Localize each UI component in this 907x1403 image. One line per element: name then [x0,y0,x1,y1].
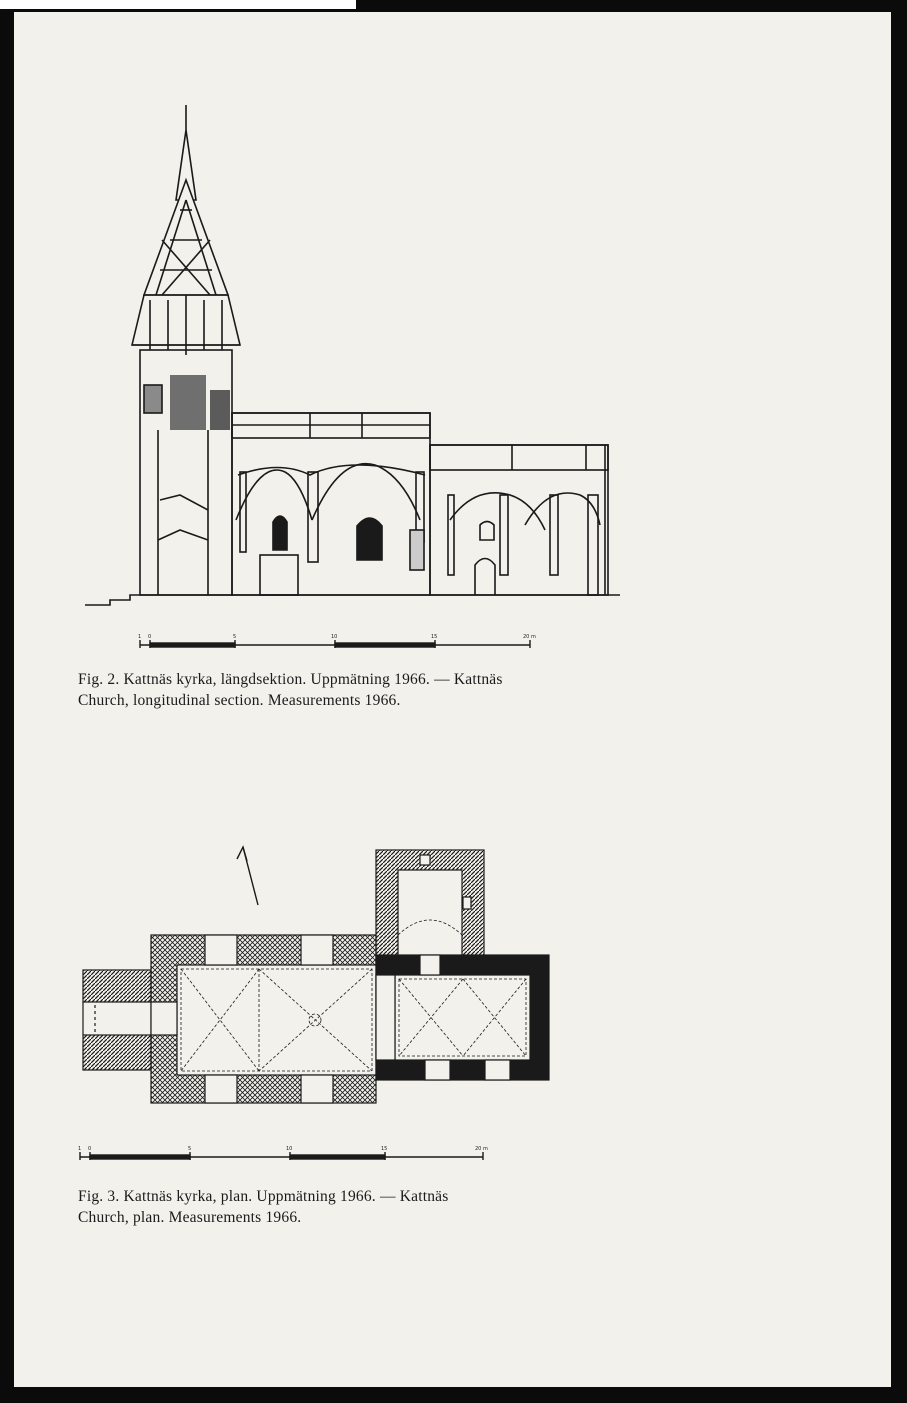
scale-tick-label: 0 [88,1146,91,1152]
scale-tick-label: 0 [148,634,151,640]
scale-tick-label: 10 [286,1146,292,1152]
scale-tick-label: 1 [78,1146,81,1152]
scale-tick-label: 5 [233,634,236,640]
scale-tick-label: 1 [138,634,141,640]
scale-tick-label: 20 m [475,1146,488,1152]
caption-line: Church, plan. Measurements 1966. [78,1209,302,1226]
caption-line: Church, longitudinal section. Measuremen… [78,692,401,709]
scale-tick-label: 5 [188,1146,191,1152]
caption-line: Fig. 2. Kattnäs kyrka, längdsektion. Upp… [78,671,503,688]
page-edge-highlight [0,0,356,9]
figure-3-caption: Fig. 3. Kattnäs kyrka, plan. Uppmätning … [78,1186,448,1228]
figure-2-caption: Fig. 2. Kattnäs kyrka, längdsektion. Upp… [78,669,503,711]
caption-line: Fig. 3. Kattnäs kyrka, plan. Uppmätning … [78,1188,449,1205]
floor-plan-drawing: 1 0 5 10 15 20 m [78,845,550,1160]
scale-tick-label: 15 [431,634,437,640]
longitudinal-section-drawing: 1 0 5 10 15 20 m [85,105,620,648]
scale-tick-label: 15 [381,1146,387,1152]
scale-tick-label: 20 m [523,634,536,640]
scale-tick-label: 10 [331,634,337,640]
